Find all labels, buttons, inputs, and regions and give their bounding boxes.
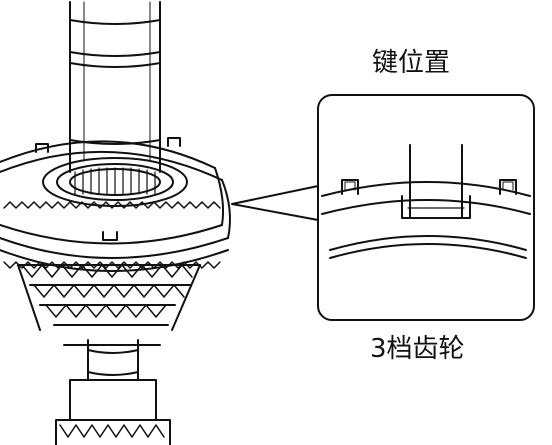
third-gear-disc [0, 137, 231, 272]
shaft-upper [69, 1, 161, 173]
callout-pointer [231, 185, 319, 221]
gear-stack [17, 264, 201, 346]
shaft-lower [55, 339, 171, 445]
third-gear-label: 3档齿轮 [370, 334, 465, 364]
key-position-label: 键位置 [372, 48, 451, 78]
detail-callout [317, 94, 535, 321]
